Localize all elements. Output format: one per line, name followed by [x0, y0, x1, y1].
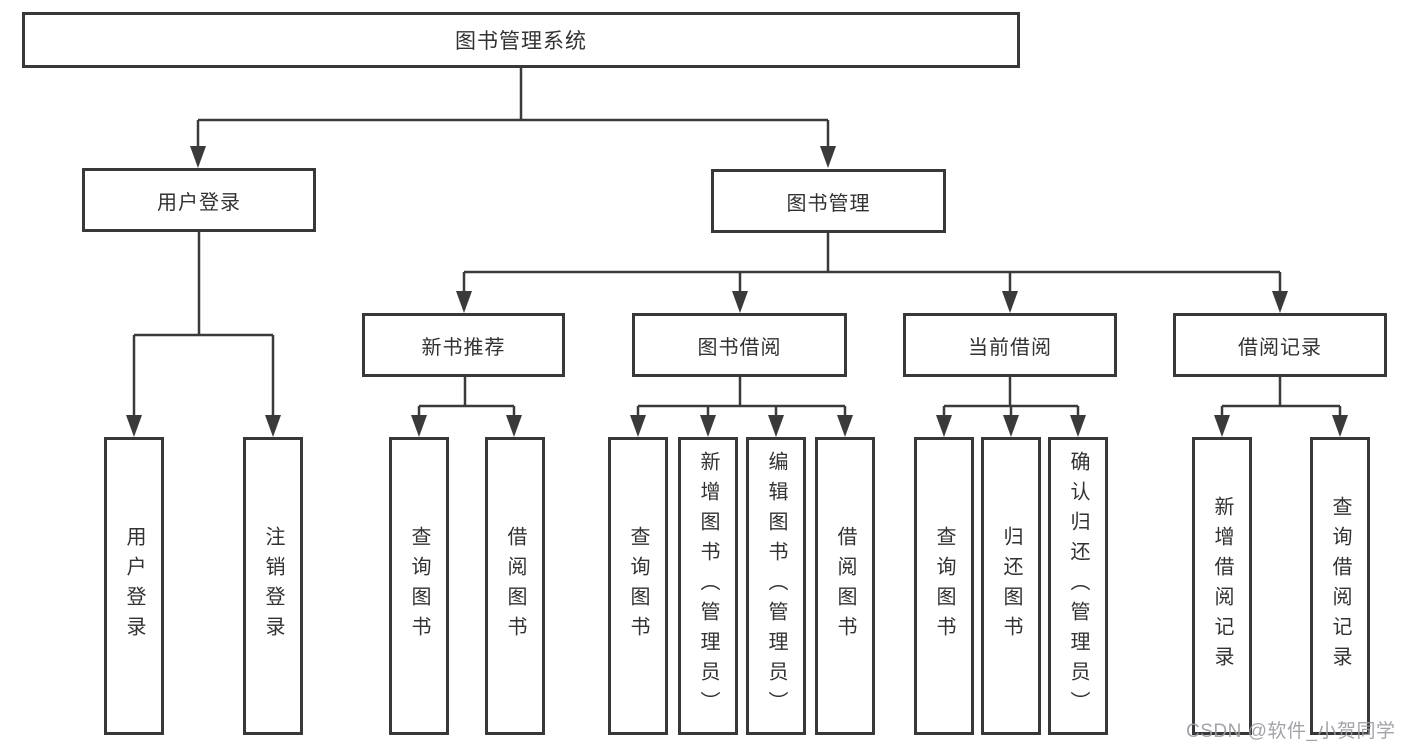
node-label: 新增借阅记录 [1211, 496, 1233, 676]
arrowhead [1332, 415, 1348, 437]
connector-root-to-level2 [190, 68, 836, 168]
arrowhead [1003, 415, 1019, 437]
node-label: 当前借阅 [968, 336, 1052, 359]
leaf-query-books-borrow: 查询图书 [608, 437, 668, 735]
node-label: 确认归还（管理员） [1067, 451, 1089, 721]
node-current-borrow: 当前借阅 [903, 313, 1117, 377]
leaf-query-books-current: 查询图书 [914, 437, 974, 735]
node-label: 编辑图书（管理员） [765, 451, 787, 721]
leaf-user-login: 用户登录 [104, 437, 164, 735]
leaf-query-books-recommend: 查询图书 [389, 437, 449, 735]
arrowhead [732, 291, 748, 313]
connector-book-borrow-children [630, 377, 853, 437]
node-borrow-records: 借阅记录 [1173, 313, 1387, 377]
node-label: 新增图书（管理员） [697, 451, 719, 721]
node-label: 用户登录 [157, 191, 241, 214]
node-label: 图书管理系统 [455, 30, 587, 53]
arrowhead [506, 415, 522, 437]
node-label: 借阅图书 [834, 526, 856, 646]
connector-user-login-children [126, 232, 281, 437]
arrowhead [1002, 291, 1018, 313]
arrowhead [1070, 415, 1086, 437]
watermark: CSDN @软件_小贺同学 [1186, 721, 1396, 742]
node-new-book-recommend: 新书推荐 [362, 313, 565, 377]
arrowhead [837, 415, 853, 437]
node-label: 查询图书 [627, 526, 649, 646]
node-book-borrow: 图书借阅 [632, 313, 847, 377]
leaf-add-book-admin: 新增图书（管理员） [678, 437, 738, 735]
node-root: 图书管理系统 [22, 12, 1020, 68]
leaf-borrow-books-2: 借阅图书 [815, 437, 875, 735]
arrowhead [936, 415, 952, 437]
node-label: 注销登录 [262, 526, 284, 646]
leaf-query-borrow-record: 查询借阅记录 [1310, 437, 1370, 735]
node-label: 图书管理 [786, 192, 871, 215]
arrowhead [190, 146, 206, 168]
arrowhead [265, 415, 281, 437]
node-label: 查询借阅记录 [1329, 496, 1351, 676]
arrowhead [700, 415, 716, 437]
node-label: 查询图书 [408, 526, 430, 646]
node-label: 新书推荐 [421, 336, 506, 359]
connector-borrow-records-children [1214, 377, 1348, 437]
connector-current-borrow-children [936, 377, 1086, 437]
node-label: 查询图书 [933, 526, 955, 646]
leaf-logout: 注销登录 [243, 437, 303, 735]
node-book-management: 图书管理 [711, 169, 946, 233]
arrowhead [411, 415, 427, 437]
leaf-confirm-return-admin: 确认归还（管理员） [1048, 437, 1108, 735]
leaf-borrow-books-recommend: 借阅图书 [485, 437, 545, 735]
leaf-return-books: 归还图书 [981, 437, 1041, 735]
arrowhead [630, 415, 646, 437]
arrowhead [1214, 415, 1230, 437]
arrowhead [456, 291, 472, 313]
node-label: 借阅图书 [504, 526, 526, 646]
node-user-login: 用户登录 [82, 168, 316, 232]
arrowhead [126, 415, 142, 437]
connector-book-management-children [456, 233, 1288, 313]
node-label: 归还图书 [1000, 526, 1022, 646]
node-label: 图书借阅 [697, 336, 782, 359]
arrowhead [768, 415, 784, 437]
arrowhead [820, 146, 836, 168]
leaf-add-borrow-record: 新增借阅记录 [1192, 437, 1252, 735]
node-label: 用户登录 [123, 526, 145, 646]
connector-new-book-recommend-children [411, 377, 522, 437]
node-label: 借阅记录 [1238, 336, 1322, 359]
arrowhead [1272, 291, 1288, 313]
leaf-edit-book-admin: 编辑图书（管理员） [746, 437, 806, 735]
